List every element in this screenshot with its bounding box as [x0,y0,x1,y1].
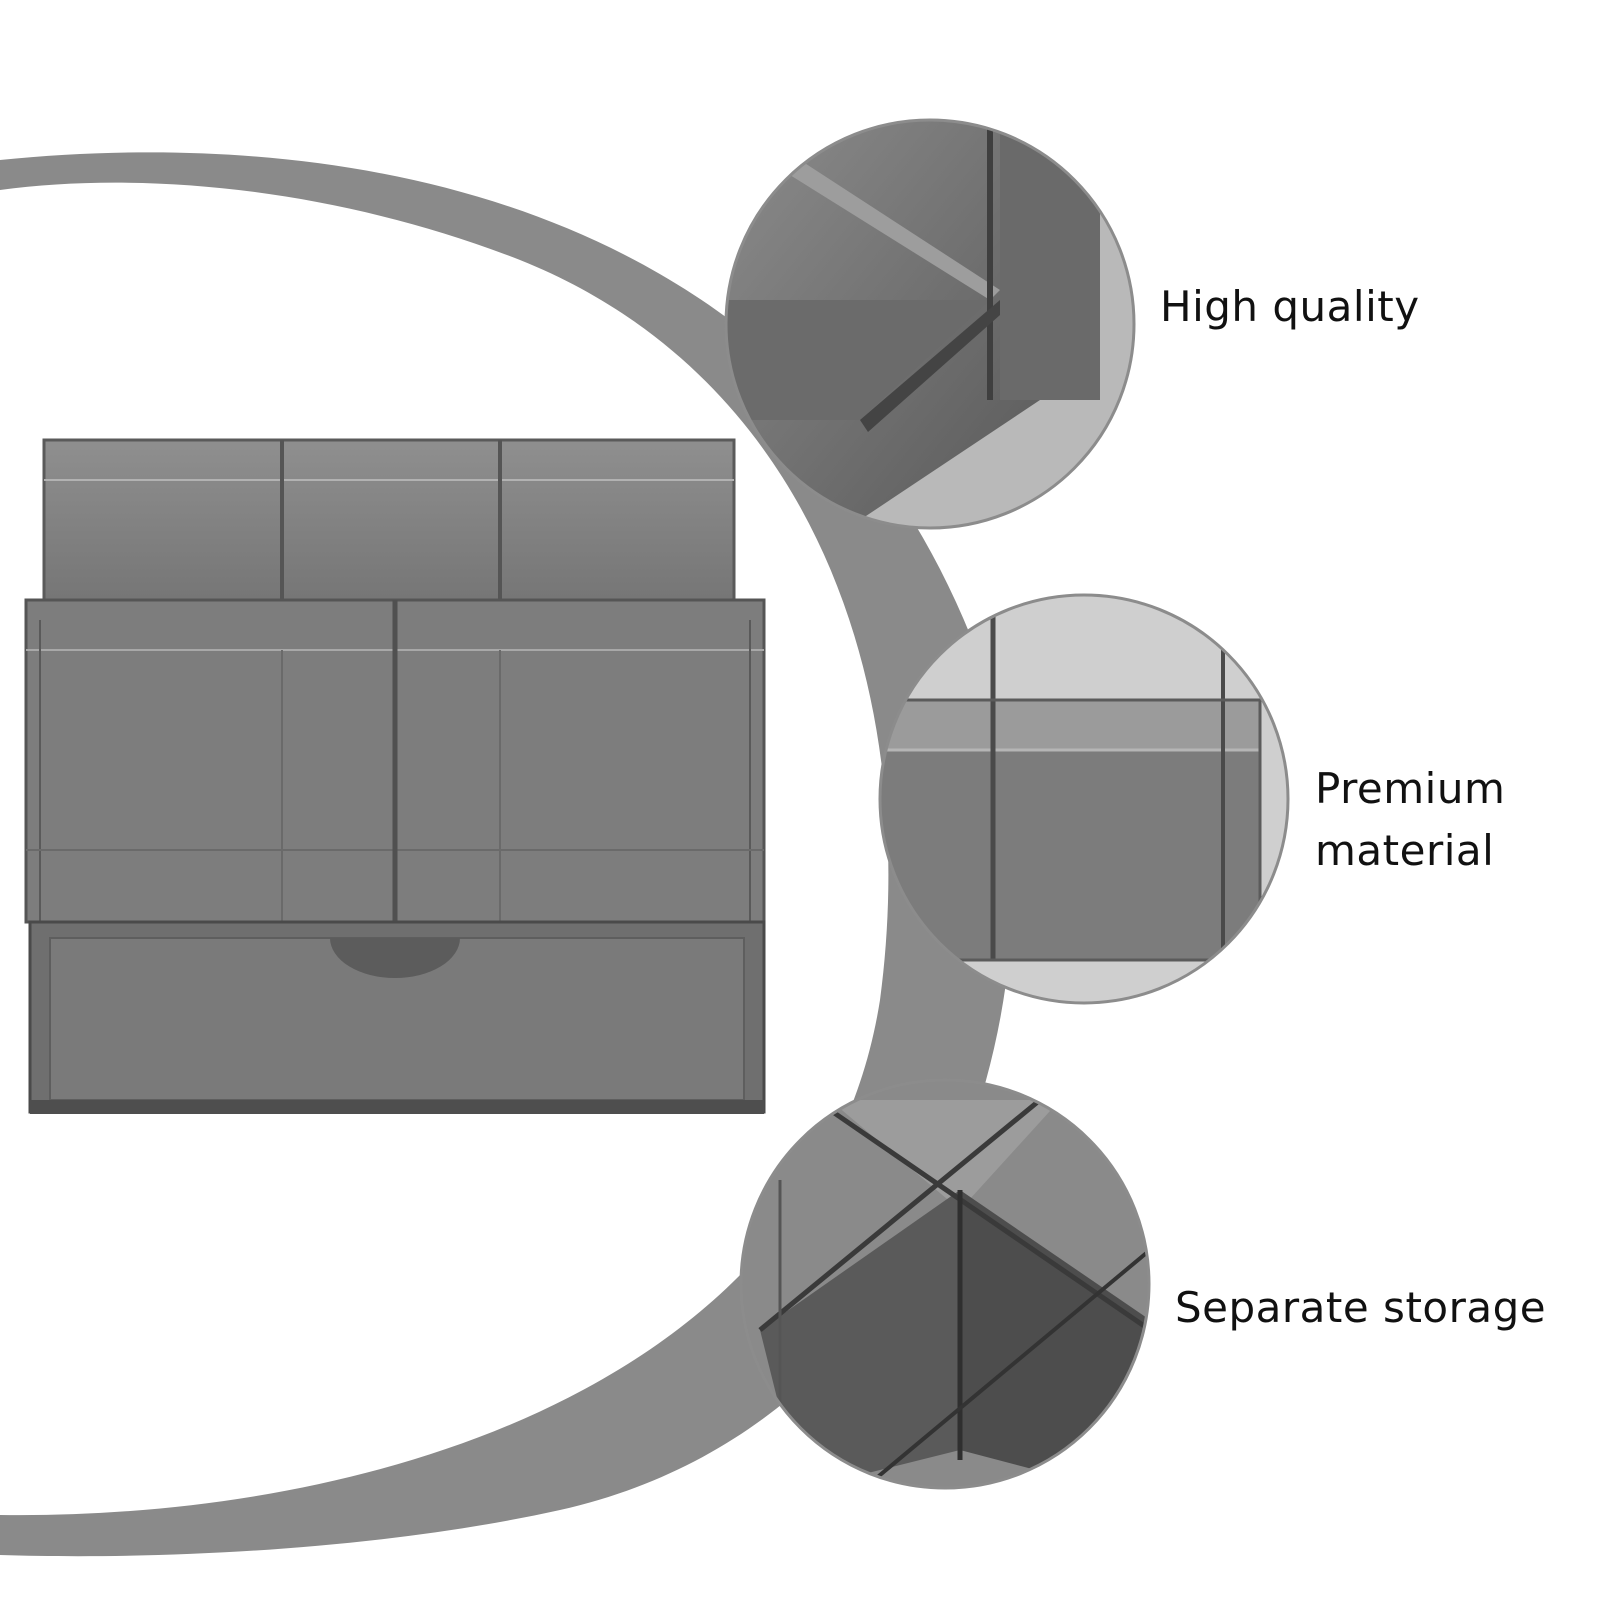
feature-text: Premium [1315,764,1506,813]
feature-text: material [1315,826,1495,875]
feature-label-premium-material: Premium material [1315,758,1505,882]
feature-label-separate-storage: Separate storage [1175,1277,1546,1339]
feature-text: High quality [1160,282,1420,331]
zoom-circle-separate-storage [739,1078,1151,1490]
zoom-circle-high-quality [724,118,1136,530]
feature-text: Separate storage [1175,1283,1547,1332]
zoom-circle-premium-material [878,593,1290,1005]
feature-label-high-quality: High quality [1160,276,1420,338]
organizer-product [24,438,766,1114]
